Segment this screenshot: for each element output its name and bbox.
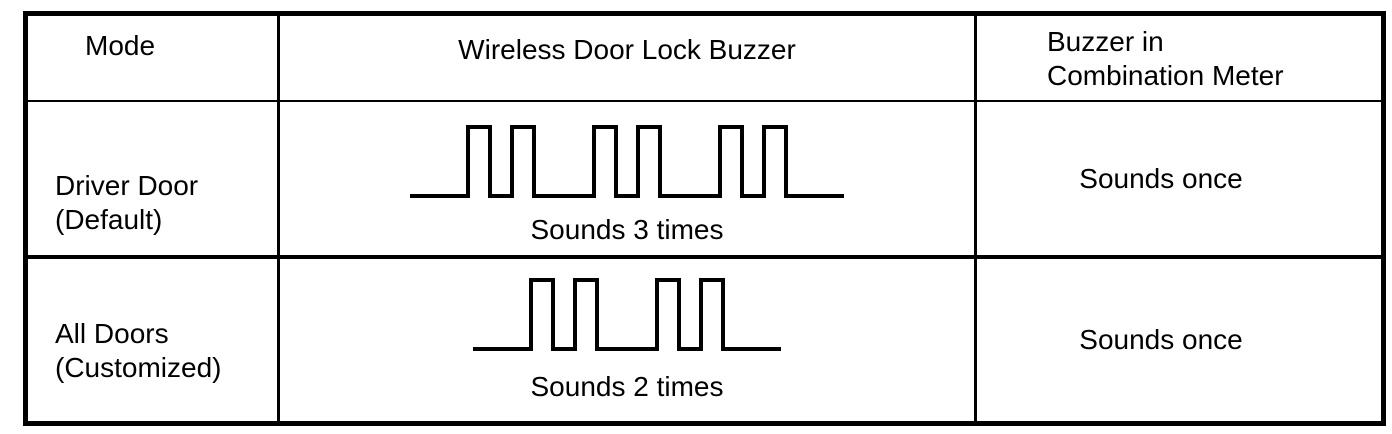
header-mode-label: Mode (85, 30, 156, 61)
meter-cell-driver-door: Sounds once (977, 102, 1381, 259)
mode-all-doors-line1: All Doors (55, 318, 169, 349)
waveform-label-all-doors: Sounds 2 times (530, 371, 724, 402)
mode-driver-door-line2: (Default) (55, 204, 163, 235)
pulse-waveform-all-doors (473, 278, 781, 351)
header-meter-label-line1: Buzzer in (1047, 26, 1164, 57)
header-cell-wireless-buzzer: Wireless Door Lock Buzzer (280, 16, 977, 102)
header-cell-mode: Mode (28, 16, 280, 102)
pulse-waveform-driver-door (410, 125, 844, 198)
header-meter-label-line2: Combination Meter (1047, 60, 1284, 91)
mode-driver-door-line1: Driver Door (55, 170, 199, 201)
waveform-cell-all-doors: Sounds 2 times (280, 259, 977, 421)
buzzer-mode-table: Mode Wireless Door Lock Buzzer Buzzer in… (23, 11, 1386, 426)
meter-sound-driver-door: Sounds once (1079, 162, 1243, 194)
header-wireless-buzzer-label: Wireless Door Lock Buzzer (458, 34, 796, 65)
mode-cell-driver-door: Driver Door (Default) (28, 102, 280, 259)
mode-cell-all-doors: All Doors (Customized) (28, 259, 280, 421)
header-cell-combination-meter: Buzzer in Combination Meter (977, 16, 1381, 102)
waveform-label-driver-door: Sounds 3 times (530, 214, 724, 245)
waveform-cell-driver-door: Sounds 3 times (280, 102, 977, 259)
meter-sound-all-doors: Sounds once (1079, 324, 1243, 355)
mode-all-doors-line2: (Customized) (55, 352, 222, 383)
meter-cell-all-doors: Sounds once (977, 259, 1381, 421)
